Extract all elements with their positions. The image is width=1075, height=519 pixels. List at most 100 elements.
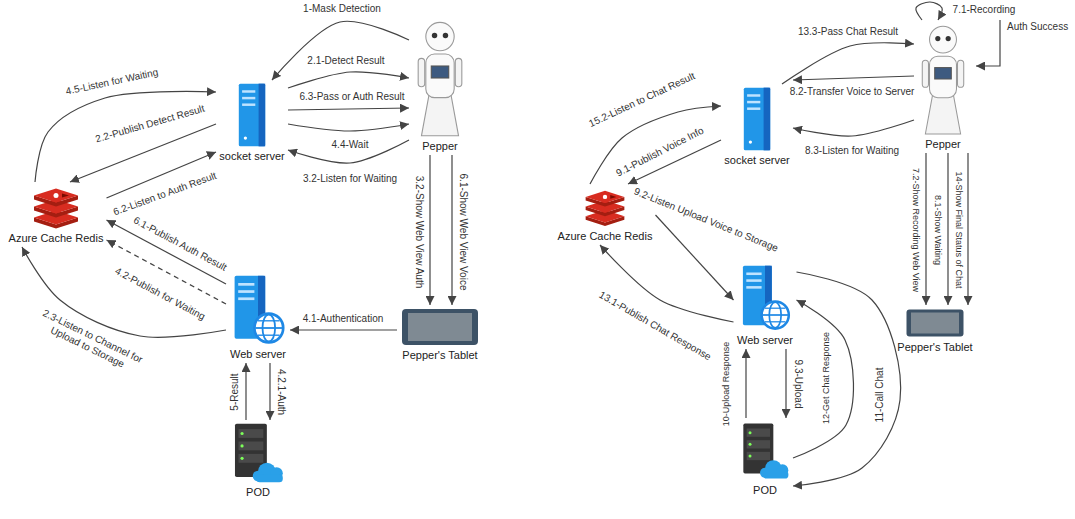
globe-parallel — [765, 308, 785, 309]
pod-slot — [747, 440, 770, 448]
redis-star — [54, 193, 59, 198]
server-side — [259, 84, 266, 147]
redis-mark — [610, 195, 616, 199]
node-label: Pepper — [422, 140, 457, 153]
pod-slot — [747, 452, 770, 460]
node-icon — [31, 184, 81, 230]
pod-light — [240, 444, 243, 447]
robot-tablet — [431, 66, 448, 78]
tablet-screen — [408, 313, 472, 341]
redis-cache: Azure Cache Redis — [6, 182, 107, 247]
edge-label: 3.2-Listen for Waiting — [301, 173, 399, 185]
server-slot — [242, 97, 255, 99]
connector-arrow — [269, 363, 270, 420]
connector-arrow — [925, 153, 926, 305]
icon-group — [922, 26, 963, 134]
pod-light — [749, 431, 752, 434]
pod-server: POD — [226, 420, 290, 501]
server-slot — [746, 279, 761, 282]
robot-head — [426, 22, 454, 50]
edge-label: 13.3-Pass Chat Result — [796, 26, 900, 38]
edge-label: 9.1-Publish Voice Info — [612, 124, 707, 180]
server-slot — [746, 286, 761, 289]
edge-label: 4.5-Listen for Waiting — [63, 66, 161, 98]
edge-label: 9.2-Listen Upload Voice to Storage — [630, 185, 781, 256]
pod-slot — [239, 441, 264, 450]
connector-arrow — [785, 349, 786, 418]
connector-arrow — [947, 153, 948, 305]
edge-label: 8.2-Transfer Voice to Server — [788, 86, 917, 98]
node-label: POD — [753, 484, 777, 497]
server-slot — [747, 94, 760, 96]
icon-group — [239, 84, 265, 147]
node-icon — [235, 82, 269, 148]
connector-arrow — [35, 91, 216, 182]
redis-mark — [62, 194, 69, 198]
edge-label: 7.2-Show Recording Web View — [910, 166, 921, 294]
connector-arrow — [245, 363, 246, 420]
connector-arrow — [451, 155, 452, 305]
node-icon — [917, 22, 969, 136]
robot-eye — [946, 36, 951, 41]
edge-label: 15.2-Listen to Chat Result — [585, 69, 698, 130]
pepper-robot: Pepper — [409, 16, 471, 155]
edge-label: 8.1-Show Waiting — [932, 193, 943, 267]
edge-label: 2.1-Detect Result — [305, 55, 386, 67]
edge-label: 10-Upload Response — [721, 340, 732, 429]
icon-group — [235, 276, 284, 343]
connector-arrow — [782, 43, 914, 84]
server-body — [239, 84, 265, 147]
globe-parallel — [258, 320, 280, 321]
node-label: Web server — [737, 334, 793, 347]
icon-group — [235, 424, 283, 482]
icon-group — [743, 424, 788, 479]
globe — [254, 314, 283, 343]
edge-label: 14-Show Final Status of Chat — [953, 169, 964, 290]
redis-layer-top — [34, 189, 78, 203]
auth-success-arrow — [976, 20, 1000, 66]
pod-server: POD — [737, 418, 793, 499]
node-label: Web server — [230, 348, 286, 361]
robot-eye — [935, 36, 940, 41]
server-side — [764, 88, 771, 151]
robot-torso — [426, 54, 454, 98]
robot-eye — [443, 33, 448, 38]
server-slot — [238, 297, 254, 300]
edge-label: 2.2-Publish Detect Result — [92, 102, 208, 146]
connector-arrow — [793, 76, 914, 80]
connector-arrow — [288, 72, 409, 88]
edge-label: 4.1-Authentication — [301, 313, 386, 325]
tablet-frame — [907, 310, 964, 337]
tablet: Pepper's Tablet — [397, 305, 483, 364]
edge-label: 6.3-Pass or Auth Result — [297, 91, 406, 103]
edge-label: 2.3-Listen to Channel for Upload to Stor… — [22, 301, 157, 384]
pod-light — [240, 432, 243, 435]
cloud-part — [256, 474, 283, 482]
edge-label: 12-Get Chat Response — [821, 330, 832, 426]
pod-slot — [747, 429, 770, 437]
node-icon — [905, 307, 965, 339]
connector-arrow — [70, 124, 216, 182]
socket-server: socket server — [216, 80, 288, 165]
edge-label: 6.1-Show Web View Voice — [457, 172, 469, 293]
node-label: socket server — [219, 150, 284, 163]
connector-group — [22, 2, 968, 486]
server-light — [749, 140, 752, 143]
connector-arrow — [745, 349, 746, 418]
server-slot — [242, 90, 255, 92]
edge-label: 1-Mask Detection — [301, 3, 383, 15]
node-label: Pepper's Tablet — [402, 349, 477, 362]
edge-label: 5-Result — [229, 371, 241, 412]
node-label: socket server — [724, 154, 789, 167]
edge-label: 8.3-Listen for Waiting — [803, 145, 901, 157]
node-icon — [740, 420, 790, 482]
robot-arm — [922, 60, 928, 87]
robot-torso — [930, 56, 957, 97]
connector-arrow — [793, 272, 901, 486]
connector-arrow — [793, 120, 914, 136]
socket-server: socket server — [721, 84, 793, 169]
node-label: POD — [246, 486, 270, 499]
icon-group — [743, 266, 789, 329]
connector-arrow — [793, 300, 853, 458]
annotation-label: Auth Success — [1006, 21, 1069, 33]
